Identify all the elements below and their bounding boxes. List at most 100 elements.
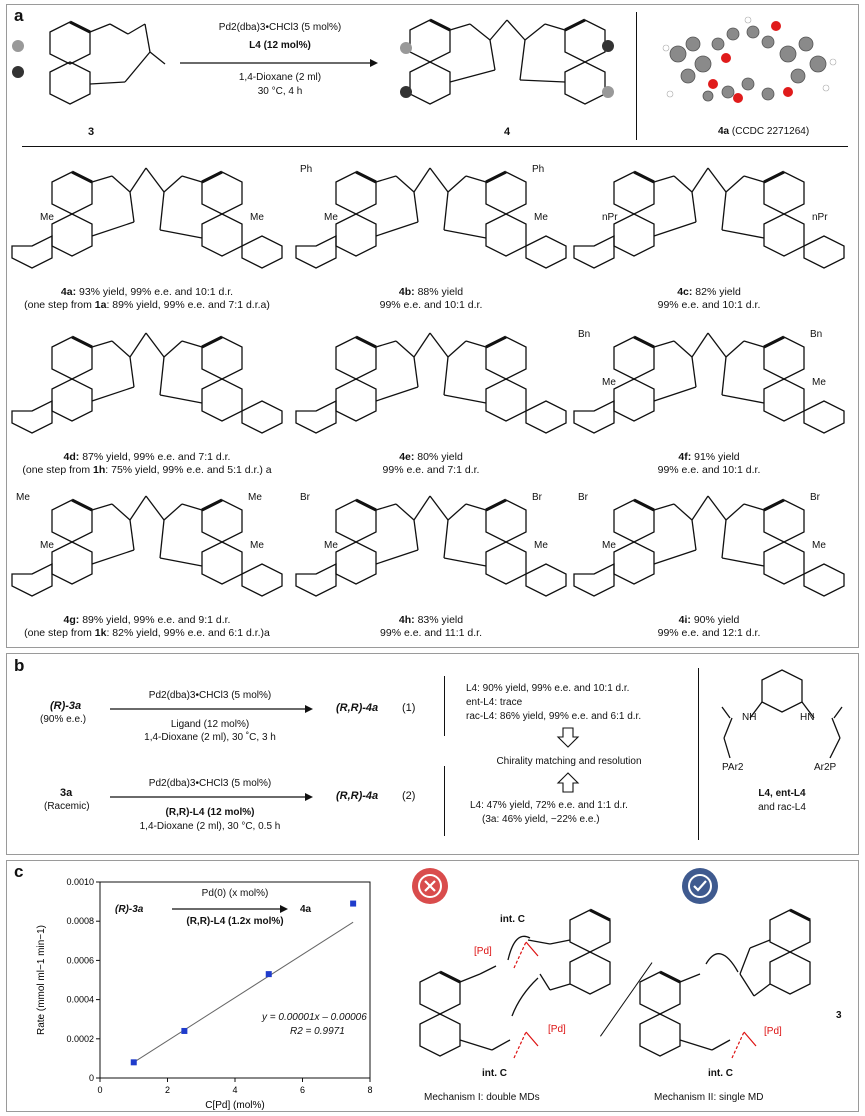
pd-allyl-top xyxy=(513,941,539,969)
result-recovered-3a: (3a: 46% yield, −22% e.e.) xyxy=(482,814,600,825)
x-tick-label: 4 xyxy=(232,1085,237,1095)
r2-substrate: 3a xyxy=(60,787,73,799)
caption-line-1: 4f: 91% yield xyxy=(678,451,740,463)
substituent-ball-dark xyxy=(12,66,24,78)
reagent-conditions: 30 °C, 4 h xyxy=(257,86,303,97)
mechanism-1-structure xyxy=(419,908,611,1057)
r1-arrow xyxy=(110,705,313,713)
ligand-ar2p: Ar2P xyxy=(814,762,837,773)
product-4c-substituent-right: nPr xyxy=(812,212,828,223)
divider-vertical-a xyxy=(636,12,637,140)
start-material-3 xyxy=(49,20,166,105)
y-axis-label: Rate (mmol ml−1 min−1) xyxy=(36,925,47,1035)
bracket-bottom xyxy=(444,766,445,836)
product-4f-structure xyxy=(573,332,845,434)
caption-source-id: 1k xyxy=(94,627,107,639)
x-axis-label: C[Pd] (mol%) xyxy=(205,1100,264,1111)
pd-allyl-bottom xyxy=(513,1031,539,1059)
chart-eq-substrate: (R)-3a xyxy=(115,904,144,915)
caption-compound-id: 4b: xyxy=(398,286,418,298)
product-ball-dark-left xyxy=(400,86,412,98)
panel-b-label: b xyxy=(14,656,25,675)
ligand-nh: NH xyxy=(742,712,757,723)
product-4h-extra-left: Br xyxy=(300,492,310,503)
product-4a-substituent-right: Me xyxy=(250,212,264,223)
caption-compound-id: 4g: xyxy=(63,614,83,626)
caption-line-2: 99% e.e. and 12:1 d.r. xyxy=(657,627,761,639)
product-4g-extra-right: Me xyxy=(248,492,262,503)
fit-r2: R2 = 0.9971 xyxy=(290,1026,345,1037)
caption-line-1: 4d: 87% yield, 99% e.e. and 7:1 d.r. xyxy=(63,451,231,463)
ligand-par2: PAr2 xyxy=(722,762,744,773)
reagent-solvent: 1,4-Dioxane (2 ml) xyxy=(238,72,322,83)
start-label: 3 xyxy=(88,126,95,138)
mechanism-2-label: Mechanism II: single MD xyxy=(654,1092,764,1103)
panel-b xyxy=(6,653,859,855)
product-4-structure xyxy=(409,18,606,105)
x-tick-label: 8 xyxy=(367,1085,372,1095)
r2-product: (R,R)-4a xyxy=(336,790,379,802)
caption-line-2: 99% e.e. and 7:1 d.r. xyxy=(382,464,480,476)
caption-line-1: 4h: 83% yield xyxy=(398,614,464,626)
product-4i-structure xyxy=(573,495,845,597)
product-ball-dark-right xyxy=(602,40,614,52)
caption-line-1: 4a: 93% yield, 99% e.e. and 10:1 d.r. xyxy=(60,286,234,298)
pd-label-mech2: [Pd] xyxy=(764,1026,782,1037)
pd-allyl-mech2 xyxy=(731,1031,757,1059)
r1-number: (1) xyxy=(402,702,416,714)
product-label: 4 xyxy=(504,126,511,138)
product-4d-caption: 4d: 87% yield, 99% e.e. and 7:1 d.r.(one… xyxy=(2,451,292,477)
compound-3-label: 3 xyxy=(836,1010,842,1021)
product-4a-structure xyxy=(11,167,283,269)
pd-label-top: [Pd] xyxy=(474,946,492,957)
caption-compound-id: 4h: xyxy=(398,614,418,626)
reagent-ligand: L4 (12 mol%) xyxy=(249,40,311,51)
data-point xyxy=(130,1059,137,1066)
product-4b-substituent-right: Me xyxy=(534,212,548,223)
result-l4: L4: 90% yield, 99% e.e. and 10:1 d.r. xyxy=(466,683,630,694)
r1-ee: (90% e.e.) xyxy=(40,714,87,725)
product-4a-caption: 4a: 93% yield, 99% e.e. and 10:1 d.r.(on… xyxy=(2,286,292,312)
caption-line-2: 99% e.e. and 10:1 d.r. xyxy=(657,464,761,476)
caption-compound-id: 4d: xyxy=(63,451,83,463)
panel-a xyxy=(6,4,859,648)
product-4f-substituent-right: Me xyxy=(812,377,826,388)
x-tick-label: 2 xyxy=(165,1085,170,1095)
y-tick-label: 0.0006 xyxy=(66,955,94,965)
fit-line xyxy=(133,921,354,1063)
crystal-ccdc: (CCDC 2271264) xyxy=(731,126,810,137)
r1-ligand: Ligand (12 mol%) xyxy=(170,719,250,730)
data-point xyxy=(265,971,272,978)
r1-product: (R,R)-4a xyxy=(336,702,379,714)
product-4h-substituent-left: Me xyxy=(324,540,338,551)
caption-line-2: (one step from 1k: 82% yield, 99% e.e. a… xyxy=(24,627,270,639)
r2-racemic: (Racemic) xyxy=(44,801,90,812)
arrow-down-outline xyxy=(556,727,580,748)
data-point xyxy=(181,1027,188,1034)
mechanism-2-structure xyxy=(639,908,811,1057)
x-tick-label: 0 xyxy=(97,1085,102,1095)
r1-substrate: (R)-3a xyxy=(50,700,82,712)
fit-equation: y = 0.00001x – 0.00006 xyxy=(262,1012,367,1023)
reagent-catalyst: Pd2(dba)3•CHCl3 (5 mol%) xyxy=(218,22,342,33)
intc-label-mech2: int. C xyxy=(708,1068,733,1079)
y-tick-label: 0 xyxy=(89,1073,94,1083)
chart-eq-ligand: (R,R)-L4 (1.2x mol%) xyxy=(186,916,284,927)
r2-catalyst: Pd2(dba)3•CHCl3 (5 mol%) xyxy=(148,778,272,789)
product-4c-structure xyxy=(573,167,845,269)
caption-line-1: 4i: 90% yield xyxy=(678,614,740,626)
chirality-statement: Chirality matching and resolution xyxy=(496,756,642,767)
product-ball-grey-right xyxy=(602,86,614,98)
cross-icon xyxy=(412,868,448,904)
r2-arrow xyxy=(110,793,313,801)
product-4f-extra-right: Bn xyxy=(810,329,823,340)
substituent-ball-grey xyxy=(12,40,24,52)
product-4g-caption: 4g: 89% yield, 99% e.e. and 9:1 d.r.(one… xyxy=(2,614,292,640)
caption-line-2: (one step from 1h: 75% yield, 99% e.e. a… xyxy=(22,464,272,476)
chart-eq-arrow xyxy=(172,905,288,913)
y-tick-label: 0.0004 xyxy=(66,995,94,1005)
